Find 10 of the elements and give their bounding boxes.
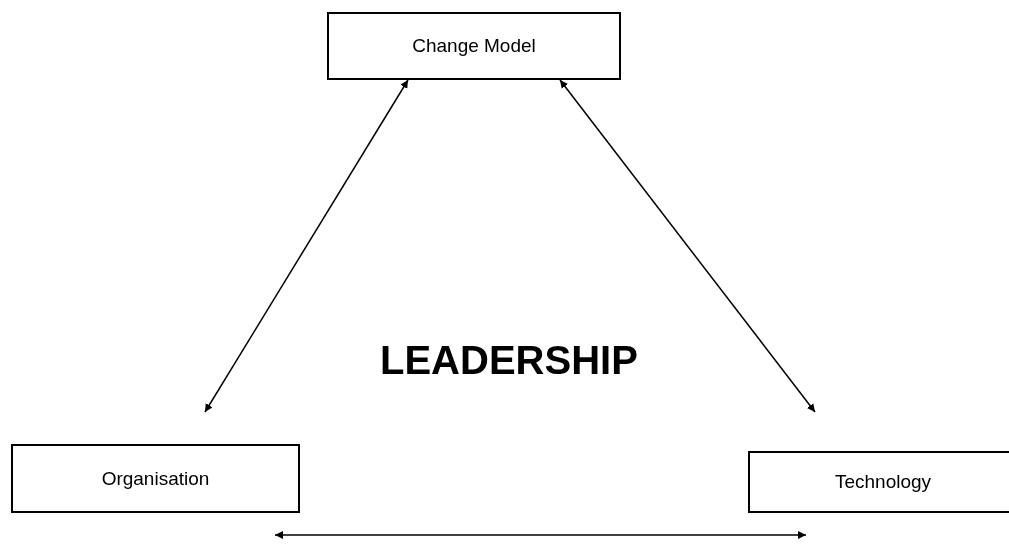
- process-box: [327, 12, 621, 80]
- double-arrow: [274, 531, 807, 539]
- node-label: Technology: [834, 471, 932, 493]
- process-box: [11, 444, 300, 513]
- node-label: Change Model: [412, 35, 536, 57]
- double-arrow: [204, 79, 409, 413]
- double-arrow: [559, 79, 816, 413]
- node-label: Organisation: [101, 467, 210, 490]
- center-label: LEADERSHIP: [380, 338, 638, 383]
- process-box: [748, 451, 1009, 513]
